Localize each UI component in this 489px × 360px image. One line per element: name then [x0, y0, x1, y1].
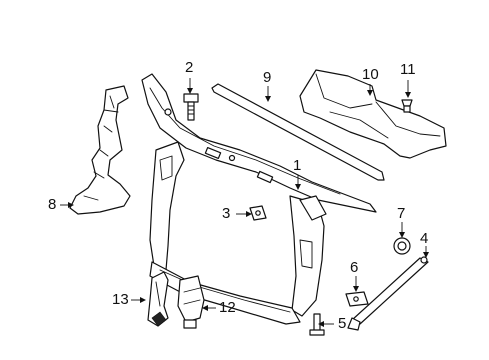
- callout-7: 7: [397, 205, 406, 222]
- callout-11: 11: [400, 61, 416, 78]
- callout-10: 10: [362, 66, 379, 83]
- part-10-upper-shield[interactable]: [299, 69, 447, 159]
- part-6-bracket[interactable]: [345, 291, 369, 307]
- part-12-latch[interactable]: [177, 275, 205, 329]
- leader-lines: [60, 78, 429, 327]
- part-7-grommet[interactable]: [393, 237, 411, 255]
- callout-1: 1: [293, 157, 302, 174]
- part-4-support-rod[interactable]: [347, 256, 429, 331]
- part-11-clip[interactable]: [401, 99, 413, 113]
- callout-3: 3: [222, 205, 231, 222]
- part-3-nut-plate[interactable]: [249, 205, 267, 221]
- callout-13: 13: [112, 291, 129, 308]
- part-13-latch[interactable]: [147, 271, 169, 327]
- part-1-radiator-support[interactable]: [141, 73, 377, 325]
- callout-12: 12: [219, 299, 236, 316]
- callout-8: 8: [48, 196, 57, 213]
- part-9-seal-strip[interactable]: [211, 83, 385, 181]
- part-8-air-deflector[interactable]: [69, 85, 131, 215]
- callout-9: 9: [263, 69, 272, 86]
- callout-2: 2: [185, 59, 194, 76]
- callout-5: 5: [338, 315, 347, 332]
- callout-6: 6: [350, 259, 359, 276]
- callout-4: 4: [420, 230, 429, 247]
- part-2-bolt[interactable]: [183, 93, 199, 121]
